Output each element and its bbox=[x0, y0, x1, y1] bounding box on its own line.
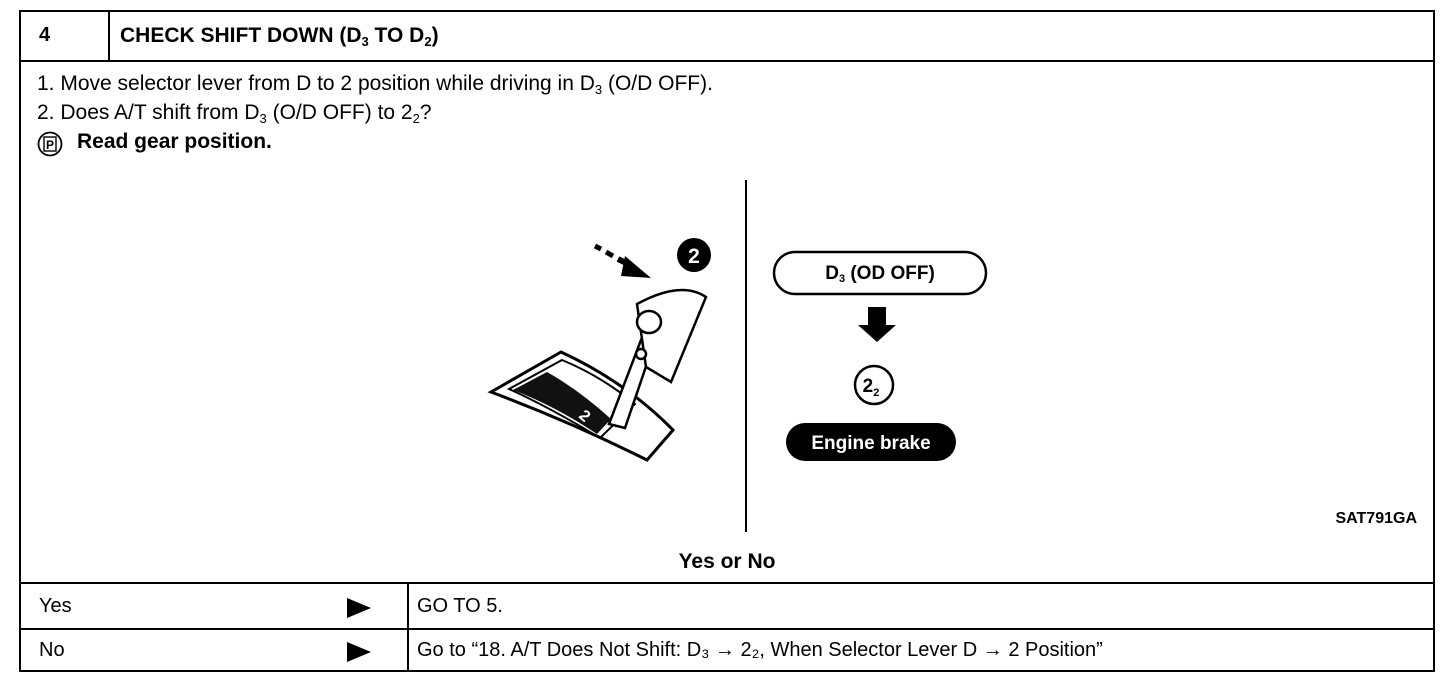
consult-icon: P bbox=[37, 131, 63, 157]
card-title: CHECK SHIFT DOWN (D3 TO D2) bbox=[120, 24, 439, 49]
result-row-no: No Go to “18. A/T Does Not Shift: D₃ → 2… bbox=[21, 628, 1433, 672]
push-arrow bbox=[593, 243, 651, 278]
action-no: Go to “18. A/T Does Not Shift: D₃ → 2₂, … bbox=[417, 639, 1103, 661]
inspection-card: 4 CHECK SHIFT DOWN (D3 TO D2) 1. Move se… bbox=[19, 10, 1435, 672]
yes-or-no-prompt: Yes or No bbox=[678, 550, 776, 573]
result-table: Yes GO TO 5. No Go to “18. A/T Does Not … bbox=[21, 582, 1433, 672]
card-header: 4 CHECK SHIFT DOWN (D3 TO D2) bbox=[21, 12, 1433, 62]
answer-yes: Yes bbox=[39, 595, 72, 617]
step-number-cell: 4 bbox=[21, 12, 110, 60]
position-2-badge bbox=[677, 238, 711, 272]
step-number: 4 bbox=[39, 24, 51, 46]
svg-text:P: P bbox=[46, 138, 54, 152]
result-row-yes: Yes GO TO 5. bbox=[21, 584, 1433, 630]
arrow-icon bbox=[347, 642, 371, 662]
to-gear-label: 22 bbox=[863, 376, 880, 399]
engine-brake-label: Engine brake bbox=[811, 433, 930, 454]
svg-text:2: 2 bbox=[688, 245, 700, 268]
answer-no: No bbox=[39, 639, 65, 661]
column-divider bbox=[407, 628, 409, 672]
from-gear-box bbox=[772, 250, 988, 296]
action-yes: GO TO 5. bbox=[417, 595, 503, 617]
engine-brake-badge bbox=[786, 423, 956, 461]
shift-illustration: 2 2 D3 (OD OFF) 22 Engine brake bbox=[487, 180, 988, 532]
instruction-step-2: 2. Does A/T shift from D3 (O/D OFF) to 2… bbox=[37, 101, 432, 126]
instruction-step-1: 1. Move selector lever from D to 2 posit… bbox=[37, 72, 713, 97]
column-divider bbox=[407, 584, 409, 628]
from-gear-label: D3 (OD OFF) bbox=[825, 263, 935, 285]
selector-lever-drawing: 2 bbox=[487, 288, 708, 462]
figure-code: SAT791GA bbox=[1335, 510, 1417, 527]
to-gear-circle bbox=[853, 364, 895, 406]
arrow-icon bbox=[347, 598, 371, 618]
shift-down-arrow bbox=[858, 307, 896, 342]
